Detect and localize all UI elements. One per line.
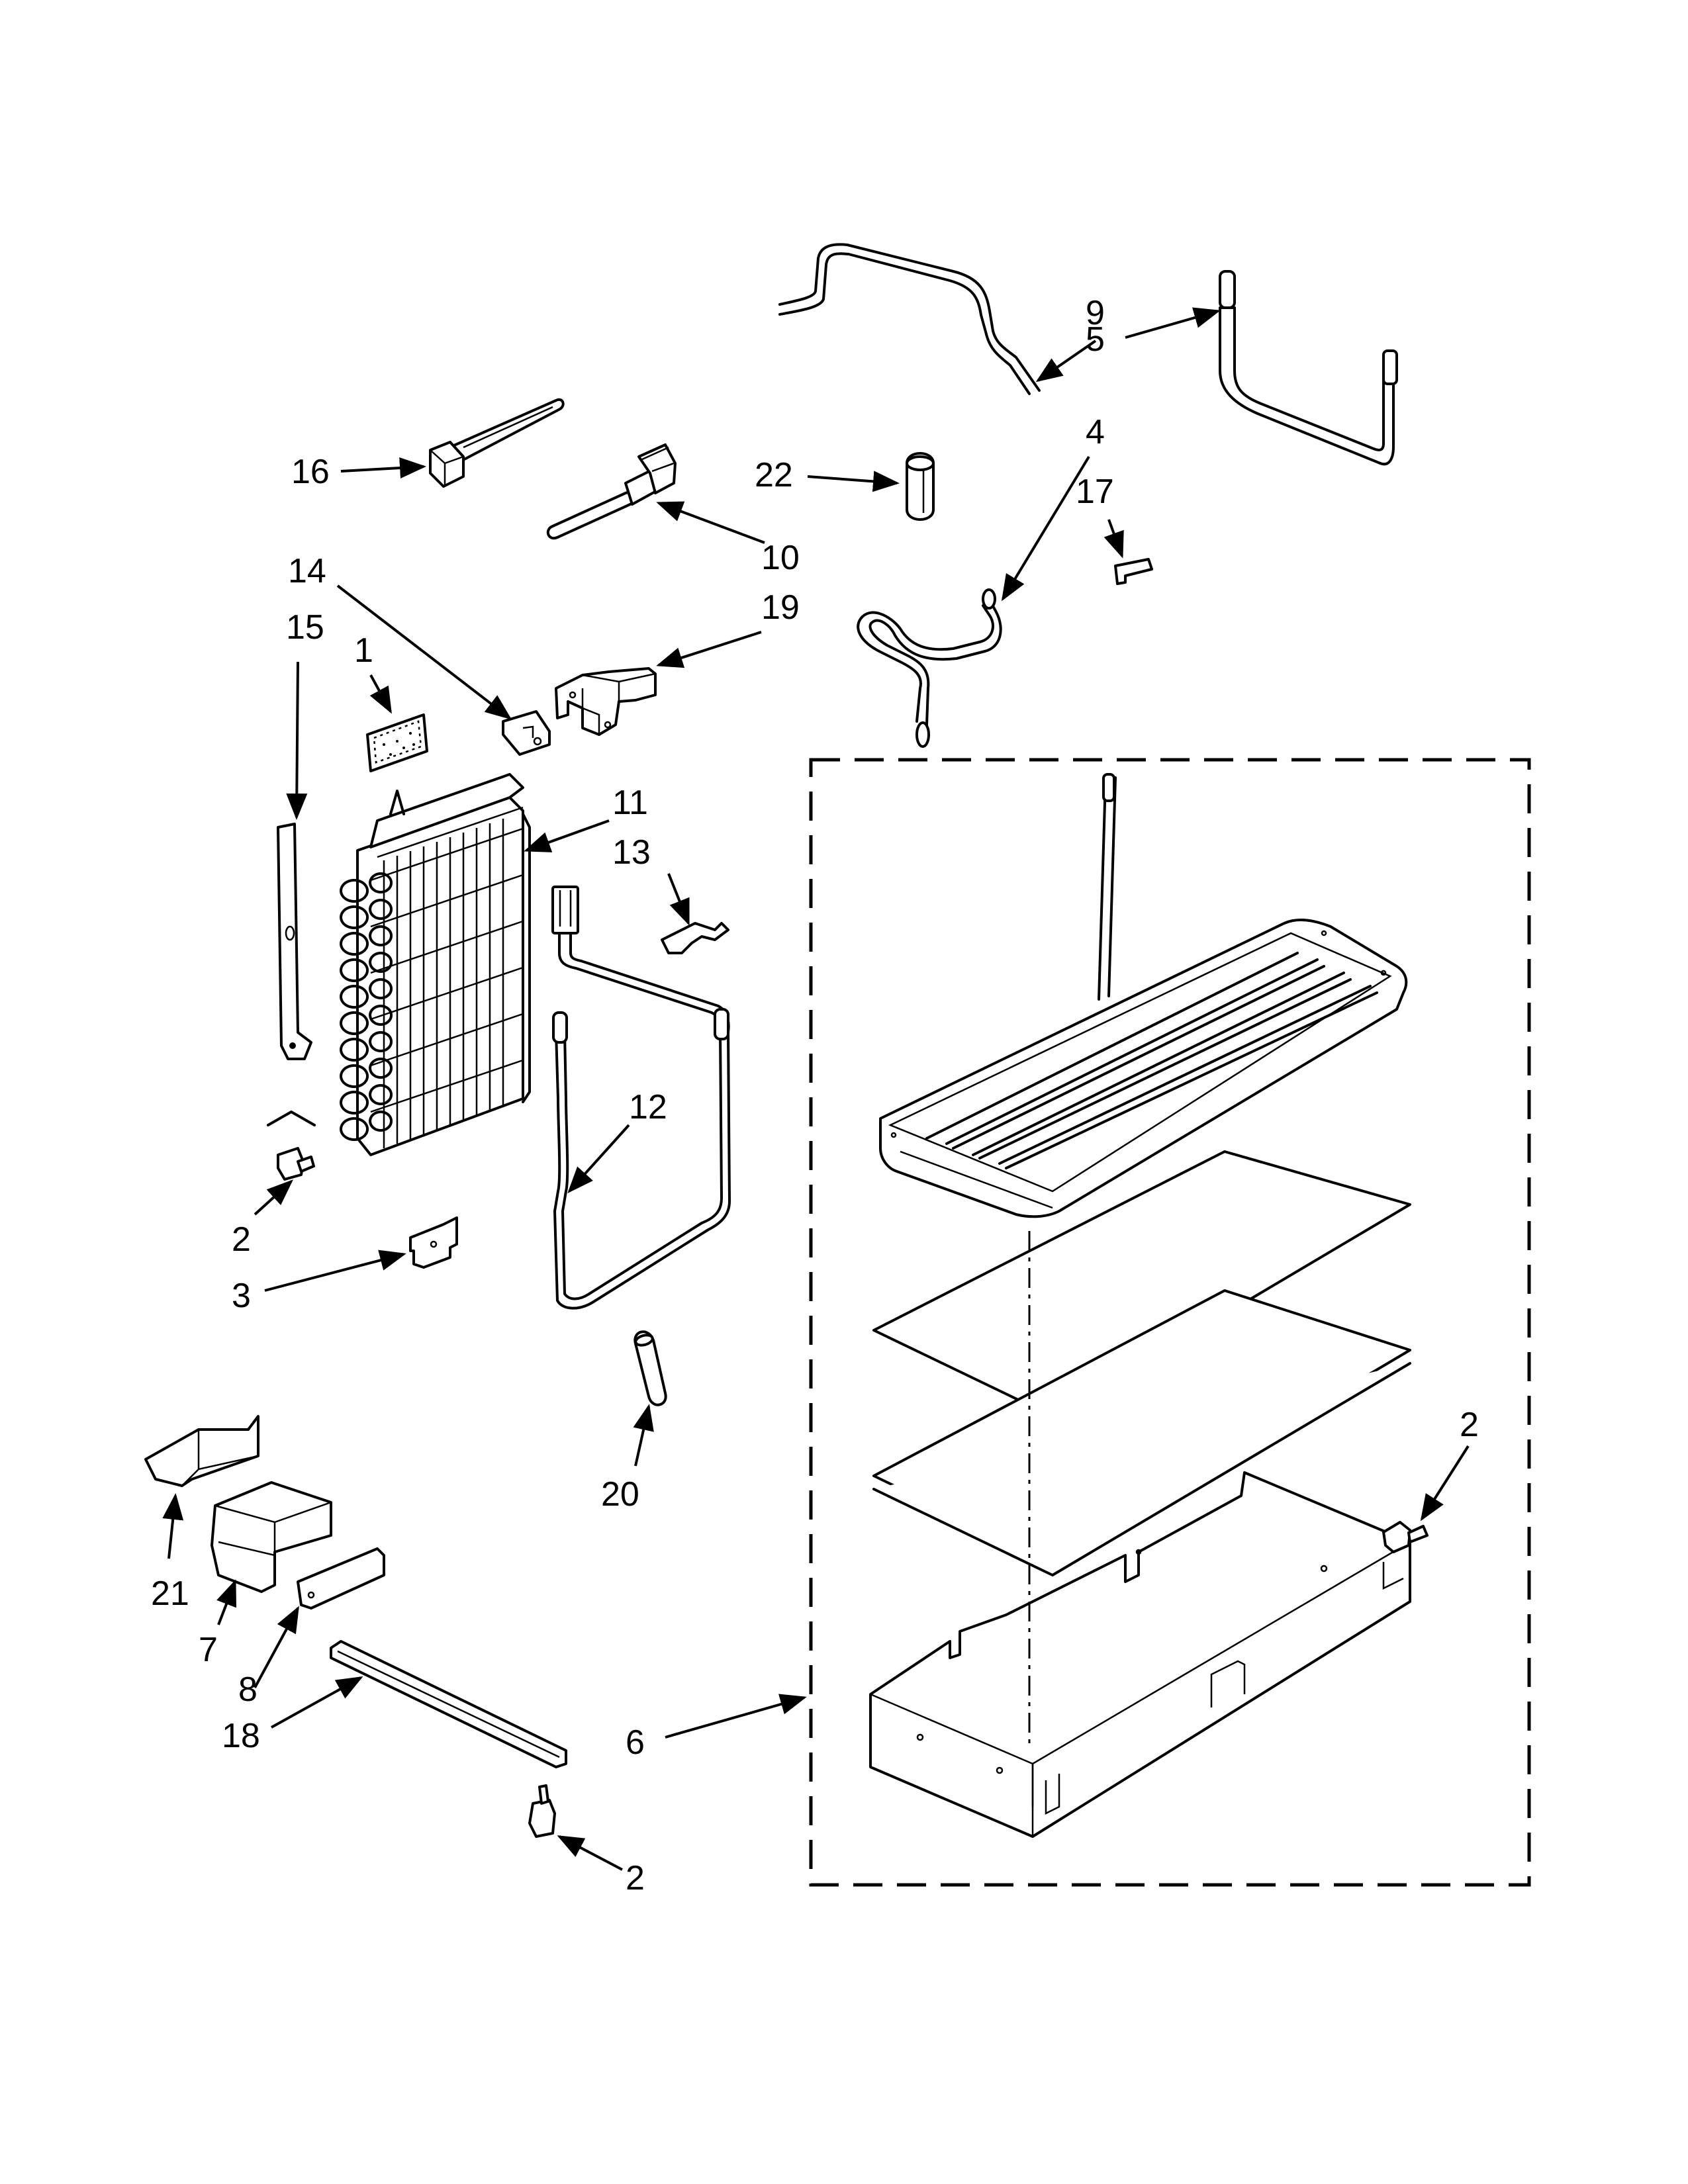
- part-16-cable-tie: [429, 398, 565, 488]
- callout-18: 18: [222, 1717, 260, 1755]
- part-13-clip: [661, 922, 729, 954]
- callout-9: 9: [1086, 294, 1105, 332]
- callout-13: 13: [612, 833, 651, 872]
- part-20-sleeve: [633, 1330, 667, 1406]
- callout-5: 5: [1086, 320, 1105, 359]
- callout-2-right: 2: [1460, 1406, 1479, 1444]
- callout-12: 12: [629, 1088, 667, 1126]
- part-22-sleeve: [906, 452, 935, 521]
- leader-lines: [162, 307, 1470, 1871]
- tray-assembly: [879, 773, 1408, 1218]
- callout-20: 20: [601, 1475, 639, 1514]
- callout-2-upper-left: 2: [232, 1220, 251, 1259]
- callout-16: 16: [291, 453, 330, 491]
- base-pan: [869, 1471, 1411, 1838]
- callout-11: 11: [612, 784, 648, 822]
- part-17-clip: [1114, 558, 1153, 585]
- callout-19: 19: [761, 588, 800, 627]
- callout-8: 8: [238, 1670, 258, 1709]
- callout-3: 3: [232, 1277, 251, 1315]
- callout-14: 14: [288, 552, 326, 590]
- callout-10: 10: [761, 539, 800, 577]
- part-21-cover: [144, 1415, 259, 1487]
- part-2-screw-right: [1382, 1521, 1429, 1553]
- callout-17: 17: [1076, 473, 1114, 511]
- part-1-pad: [366, 713, 428, 772]
- part-3-clip: [409, 1216, 458, 1269]
- part-2-screw-upper-left: [277, 1147, 315, 1181]
- part-4-tube: [857, 588, 1002, 748]
- part-12-harness: [551, 886, 731, 1310]
- part-6-assembly-boundary: [809, 758, 1531, 1887]
- part-18-rail: [330, 1640, 567, 1768]
- callout-6: 6: [626, 1723, 645, 1762]
- callout-15: 15: [286, 608, 324, 647]
- callout-22: 22: [755, 456, 793, 494]
- callout-21: 21: [151, 1574, 189, 1613]
- insulation-sheets: [872, 1150, 1411, 1576]
- part-7-box: [211, 1481, 332, 1593]
- callout-labels: 9 5 16 22 4 17 10 14 19 15 1 11 13 12 2 …: [151, 294, 1479, 1897]
- part-15-strip: [267, 823, 316, 1126]
- part-8-plate: [297, 1547, 385, 1610]
- callout-2-bottom: 2: [626, 1859, 645, 1897]
- callout-4: 4: [1086, 413, 1105, 451]
- part-11-evaporator: [340, 773, 531, 1156]
- callout-1: 1: [354, 631, 373, 670]
- part-10-sensor: [546, 443, 677, 540]
- callout-7: 7: [199, 1631, 218, 1669]
- part-9-tube: [778, 243, 1041, 395]
- part-5-tube: [1219, 270, 1398, 466]
- part-14-bracket: [502, 710, 551, 756]
- part-19-bracket: [555, 667, 657, 736]
- part-2-screw-bottom: [528, 1784, 556, 1838]
